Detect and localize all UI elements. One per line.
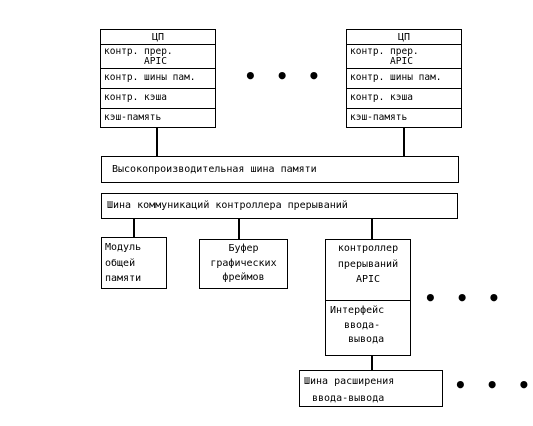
connector-bus-shared-memory — [133, 219, 135, 237]
cache-memory-row: кэш-память — [101, 108, 215, 128]
cache-controller-row: контр. кэша — [101, 88, 215, 108]
cpu-label: ЦП — [151, 32, 165, 43]
connector-io-expansion-bus — [371, 356, 373, 370]
interrupt-controller-label: контр. прер. — [104, 46, 173, 57]
connector-bus-frame-buffer — [238, 219, 240, 239]
io-apic-line-1: контроллер — [337, 243, 399, 254]
shared-memory-line-3: памяти — [105, 273, 142, 284]
io-interface-line-1: Интерфейс — [330, 305, 385, 316]
cpu-block-2: ЦП контр. прер. APIC контр. шины пам. ко… — [346, 29, 462, 128]
interrupt-controller-row: контр. прер. APIC — [101, 44, 215, 68]
cache-controller-row: контр. кэша — [347, 88, 461, 108]
io-bus-line-1: Шина расширения — [304, 376, 395, 387]
io-interface-line-3: вывода — [348, 334, 385, 345]
io-apic-section: контроллер прерываний APIC — [326, 240, 410, 303]
connector-cpu2-membus — [403, 128, 405, 156]
io-apic-line-3: APIC — [355, 274, 381, 285]
apic-label: APIC — [390, 56, 413, 68]
interrupt-bus: Шина коммуникаций контроллера прерываний — [101, 193, 458, 219]
graphics-frame-buffer: Буфер графических фреймов — [199, 239, 288, 289]
frame-buffer-line-3: фреймов — [222, 272, 265, 283]
shared-memory-module: Модуль общей памяти — [101, 237, 167, 289]
cpu-block-1: ЦП контр. прер. APIC контр. шины пам. ко… — [100, 29, 216, 128]
memory-bus-label: Высокопроизводительная шина памяти — [112, 164, 317, 175]
ellipsis-cpus: • • • — [244, 64, 327, 88]
memory-bus-controller-row: контр. шины пам. — [101, 68, 215, 88]
ellipsis-io: • • • — [424, 286, 507, 310]
ellipsis-expansion: • • • — [454, 373, 533, 397]
cpu-label: ЦП — [397, 32, 411, 43]
shared-memory-line-2: общей — [105, 257, 136, 269]
cache-memory-row: кэш-память — [347, 108, 461, 128]
interrupt-controller-label: контр. прер. — [350, 46, 419, 57]
io-apic-block: контроллер прерываний APIC Интерфейс вво… — [325, 239, 411, 356]
interrupt-bus-label: Шина коммуникаций контроллера прерываний — [107, 200, 348, 211]
interrupt-controller-row: контр. прер. APIC — [347, 44, 461, 68]
frame-buffer-line-2: графических — [210, 257, 277, 269]
io-interface-section: Интерфейс ввода- вывода — [326, 300, 410, 355]
io-interface-line-2: ввода- — [344, 319, 381, 331]
frame-buffer-line-1: Буфер — [228, 243, 259, 254]
io-apic-line-2: прерываний — [337, 258, 399, 270]
apic-label: APIC — [144, 56, 167, 68]
connector-cpu1-membus — [156, 128, 158, 156]
connector-bus-io-apic — [371, 219, 373, 239]
io-bus-line-2: ввода-вывода — [312, 392, 385, 404]
io-expansion-bus: Шина расширения ввода-вывода — [299, 370, 443, 407]
shared-memory-line-1: Модуль — [105, 242, 142, 253]
memory-bus: Высокопроизводительная шина памяти — [101, 156, 459, 183]
memory-bus-controller-row: контр. шины пам. — [347, 68, 461, 88]
